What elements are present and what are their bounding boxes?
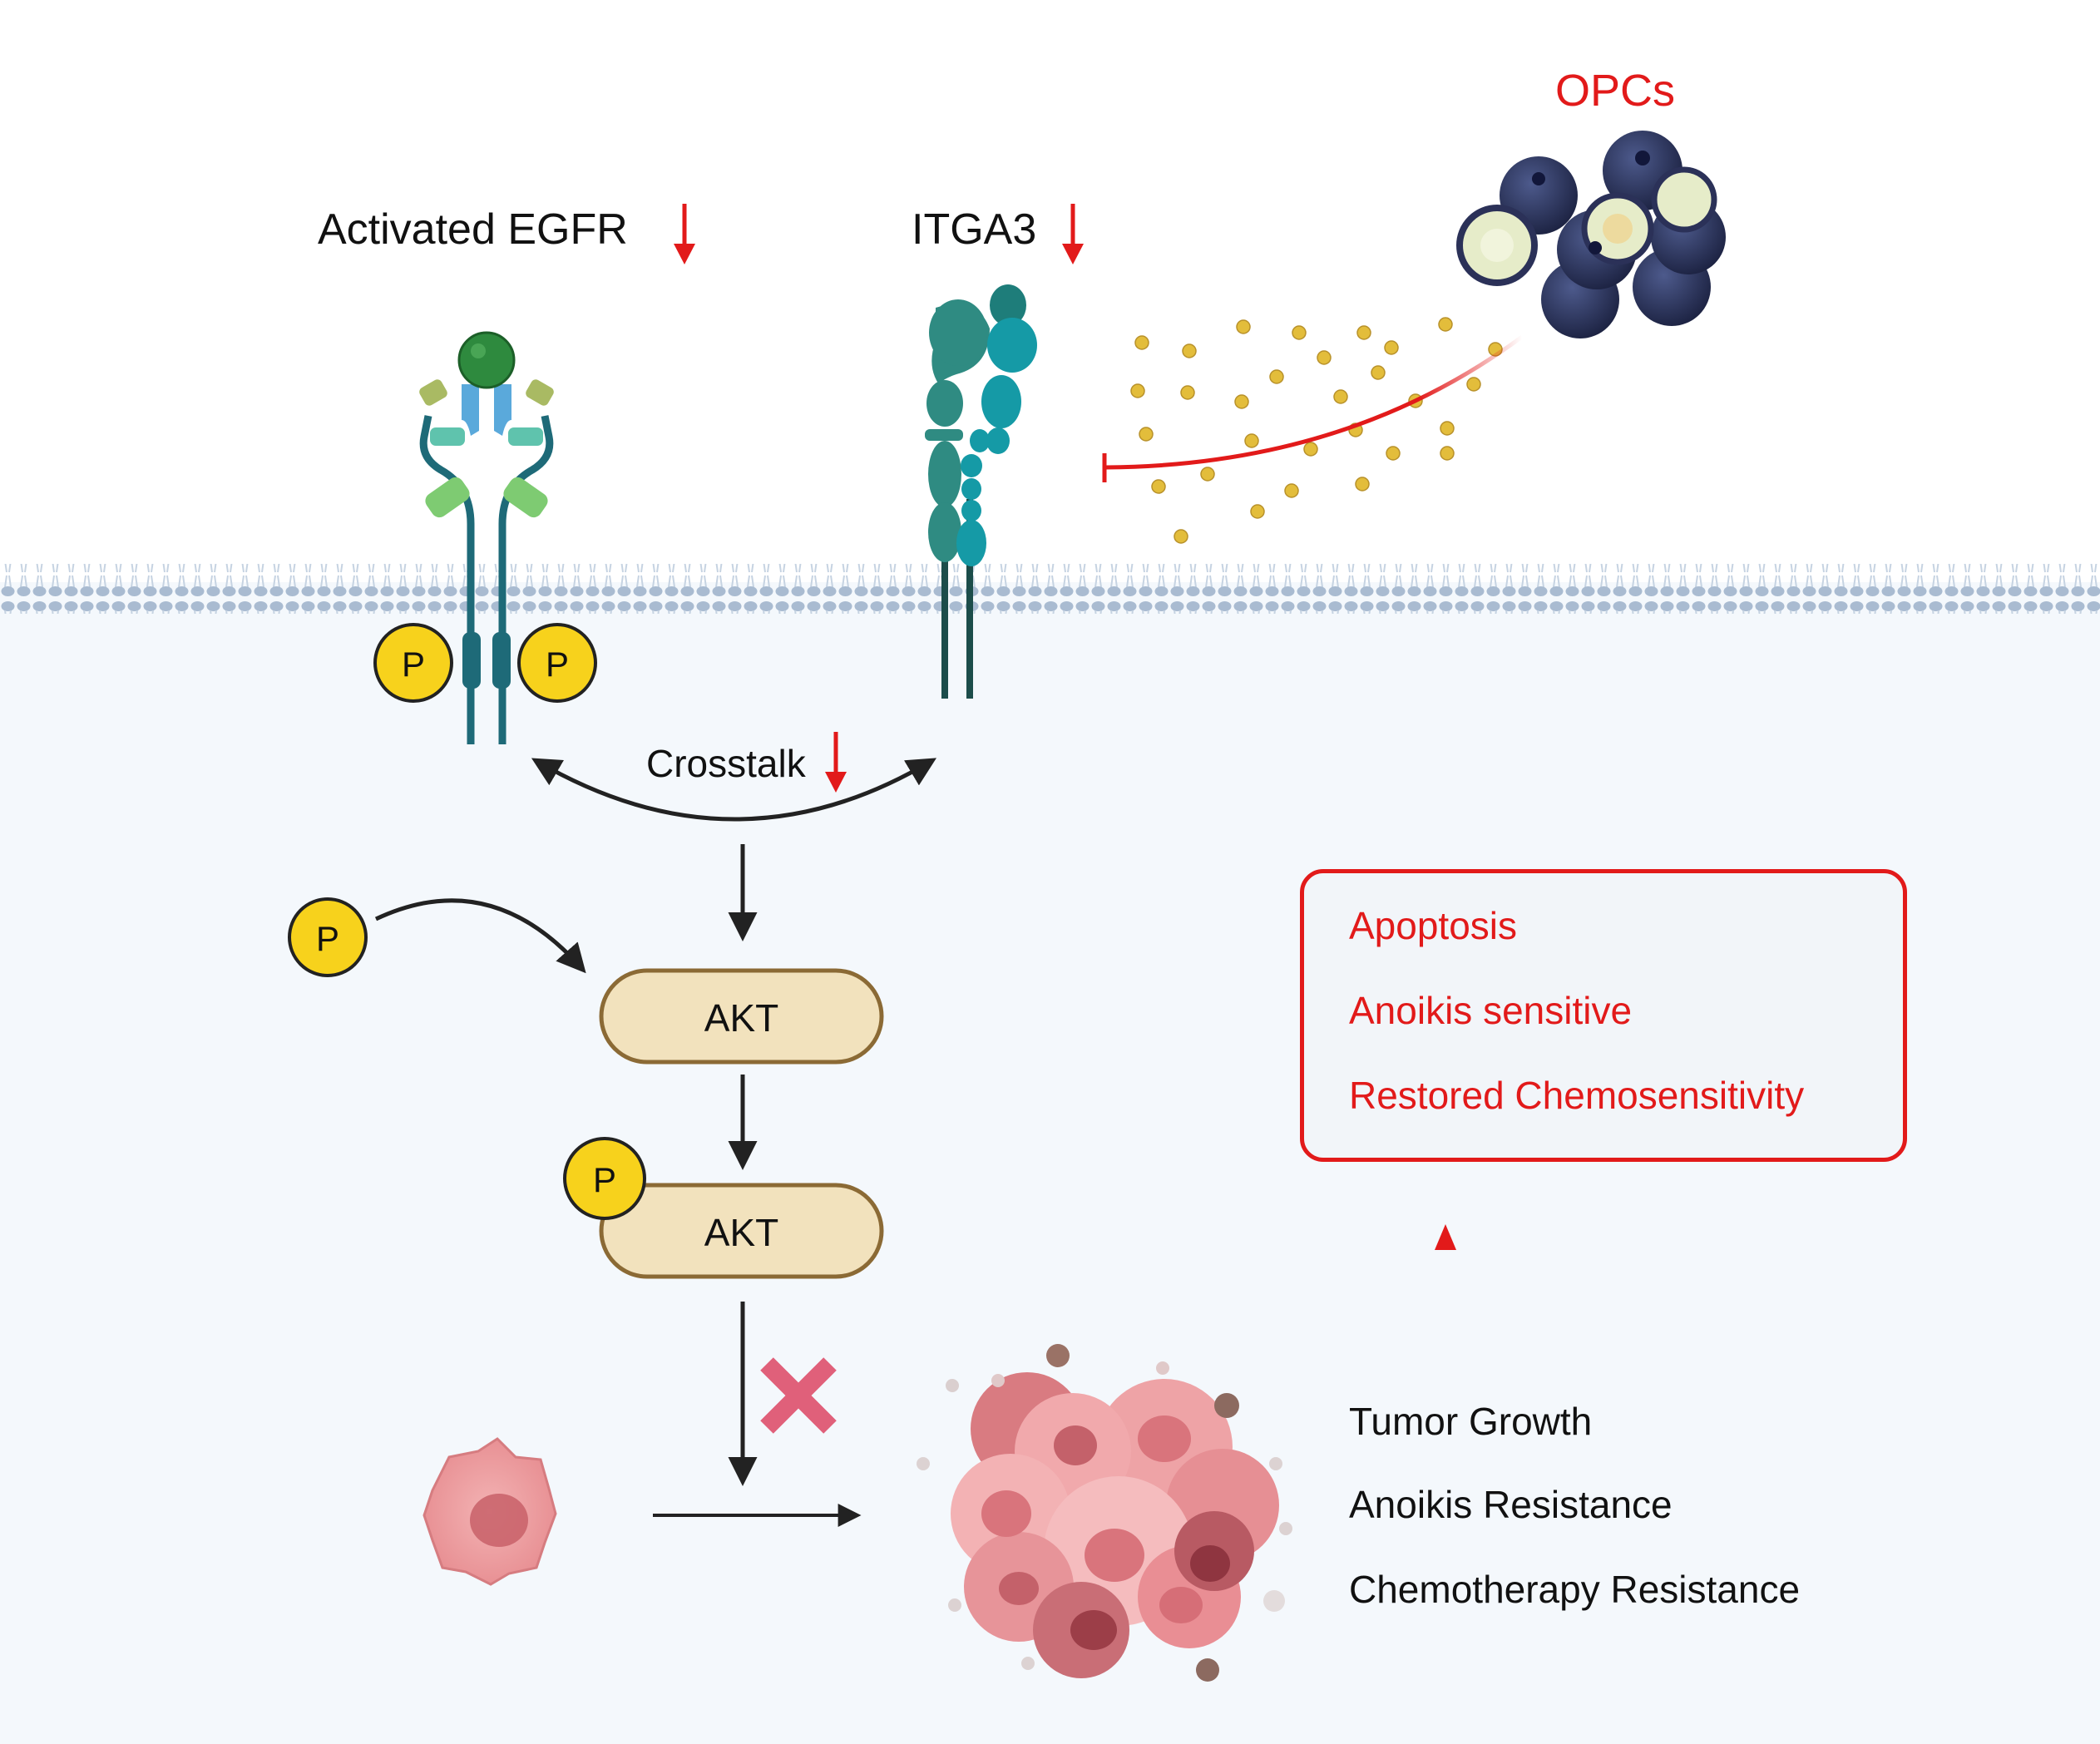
- outcome-apoptosis: Apoptosis: [1349, 904, 1518, 947]
- phospho-label: P: [546, 645, 569, 684]
- itga3-integrin: [925, 284, 1037, 699]
- opc-inhibition-line: [1105, 334, 1524, 470]
- blocked-anoikis-resistance: Anoikis Resistance: [1349, 1483, 1673, 1526]
- opc-particles: [1130, 317, 1503, 544]
- outcome-chemosensitivity: Restored Chemosensitivity: [1349, 1074, 1805, 1117]
- egfr-label: Activated EGFR: [318, 205, 628, 254]
- akt-node: [599, 968, 884, 1065]
- tumor-cluster: [951, 1372, 1279, 1678]
- phosphorylation-arrow: [374, 898, 586, 974]
- crosstalk-arrow: [531, 758, 937, 822]
- phosphate-icon: P: [373, 623, 453, 703]
- blocked-chemo-resistance: Chemotherapy Resistance: [1349, 1568, 1801, 1611]
- phospho-label: P: [402, 645, 425, 684]
- opcs-label: OPCs: [1555, 66, 1676, 116]
- phospho-akt-node: [599, 1183, 884, 1279]
- phospho-akt-label: AKT: [704, 1211, 779, 1254]
- tumor-debris: [917, 1344, 1292, 1682]
- decrease-arrow-icon: [1062, 204, 1084, 264]
- phosphate-icon: P: [517, 623, 597, 703]
- akt-label: AKT: [704, 996, 779, 1040]
- increase-arrow-icon: [1435, 1224, 1456, 1327]
- phosphate-icon: P: [288, 897, 368, 977]
- blueberry-icon: [1456, 131, 1726, 338]
- phospho-label: P: [593, 1160, 616, 1199]
- phospho-label: P: [316, 919, 339, 958]
- blocked-tumor-growth: Tumor Growth: [1349, 1400, 1593, 1443]
- outcome-box: [1300, 869, 1907, 1162]
- itga3-label: ITGA3: [912, 205, 1037, 254]
- egfr-receptor: [419, 331, 554, 744]
- single-tumor-cell: [422, 1437, 557, 1586]
- cell-membrane: [0, 564, 2100, 614]
- decrease-arrow-icon: [674, 204, 695, 264]
- block-x-icon: [760, 1357, 837, 1434]
- outcome-anoikis-sensitive: Anoikis sensitive: [1349, 989, 1633, 1032]
- crosstalk-label: Crosstalk: [646, 742, 806, 785]
- phosphate-icon: P: [563, 1137, 646, 1220]
